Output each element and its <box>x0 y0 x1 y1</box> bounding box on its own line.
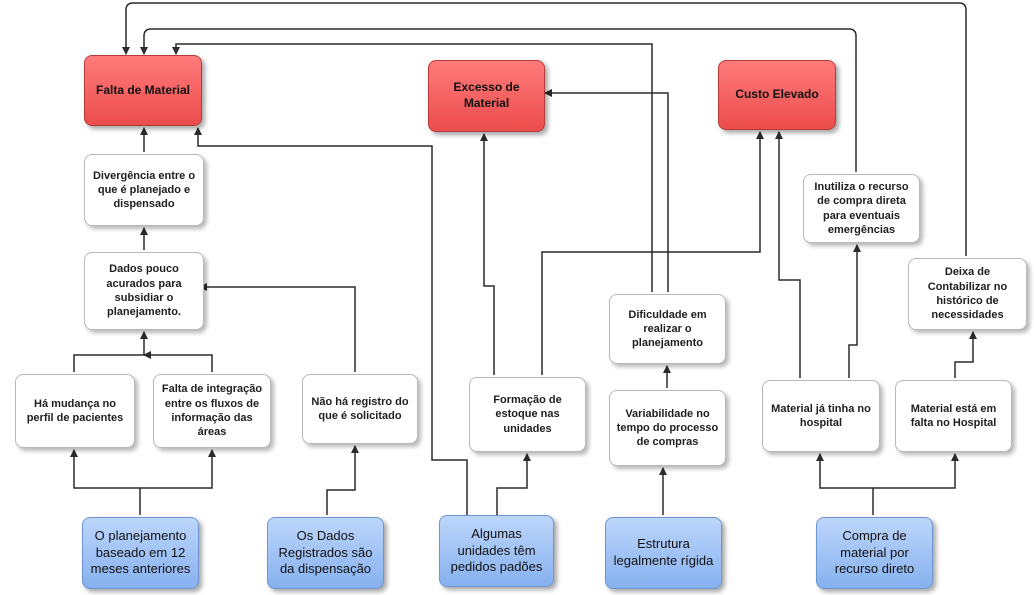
arrow-naoregistro-to-dados <box>199 283 356 372</box>
cause-falta-integracao: Falta de integração entre os fluxos de i… <box>153 374 271 448</box>
cause-variabilidade-tempo: Variabilidade no tempo do processo de co… <box>609 390 726 466</box>
problem-label: Falta de Material <box>95 82 191 97</box>
arrow-compra-to-jatinha <box>816 453 874 515</box>
problem-label: Excesso de Material <box>453 80 520 110</box>
arrow-compra-to-emfalta <box>873 453 959 489</box>
arrow-planejamento-to-integracao <box>140 449 216 489</box>
cause-material-ja-tinha: Material já tinha no hospital <box>762 380 880 452</box>
arrow-algumas-to-formacao <box>496 453 531 515</box>
root-algumas-unidades: Algumas unidades têm pedidos padões <box>439 515 554 587</box>
cause-dificuldade-planejamento: Dificuldade em realizar o planejamento <box>609 294 726 364</box>
cause-inutiliza-recurso: Inutiliza o recurso de compra direta par… <box>803 174 920 243</box>
problem-custo-elevado: Custo Elevado <box>718 60 836 130</box>
arrow-deixa-to-falta <box>122 2 967 256</box>
arrow-jatinha-to-custo <box>775 131 801 378</box>
problem-label: Custo Elevado <box>735 87 819 102</box>
cause-mudanca-perfil: Há mudança no perfil de pacientes <box>15 374 135 448</box>
cause-formacao-estoque: Formação de estoque nas unidades <box>469 377 586 452</box>
arrow-dificuldade-to-falta <box>172 43 653 292</box>
arrow-formacao-to-custo <box>541 131 764 375</box>
cause-nao-ha-registro: Não há registro do que é solicitado <box>302 374 418 444</box>
arrow-planejamento-to-mudanca <box>70 449 141 515</box>
arrow-emfalta-to-deixa <box>954 331 977 378</box>
arrow-inutiliza-to-falta <box>140 28 857 172</box>
arrow-jatinha-to-inutiliza <box>848 244 861 378</box>
problem-falta-de-material: Falta de Material <box>84 55 202 126</box>
cause-deixa-contabilizar: Deixa de Contabilizar no histórico de ne… <box>908 258 1027 330</box>
cause-divergencia: Divergência entre o que é planejado e di… <box>84 154 204 226</box>
arrow-algumas-to-falta <box>194 127 468 515</box>
root-planejamento-12-meses: O planejamento baseado em 12 meses anter… <box>82 517 199 589</box>
root-compra-recurso-direto: Compra de material por recurso direto <box>816 517 933 589</box>
arrow-dificuldade-to-excesso <box>544 89 669 292</box>
cause-dados-pouco-acurados: Dados pouco acurados para subsidiar o pl… <box>84 252 204 330</box>
arrow-dadosregistrados-to-naoregistro <box>326 445 359 515</box>
root-dados-registrados: Os Dados Registrados são da dispensação <box>267 517 384 589</box>
root-estrutura-rigida: Estrutura legalmente rígida <box>605 517 722 589</box>
problem-excesso-de-material: Excesso de Material <box>428 60 545 132</box>
arrow-integracao-fork <box>143 351 213 372</box>
cause-material-em-falta: Material está em falta no Hospital <box>895 380 1012 452</box>
arrow-mudanca-fork <box>73 331 148 372</box>
arrow-formacao-to-excesso <box>480 133 495 375</box>
